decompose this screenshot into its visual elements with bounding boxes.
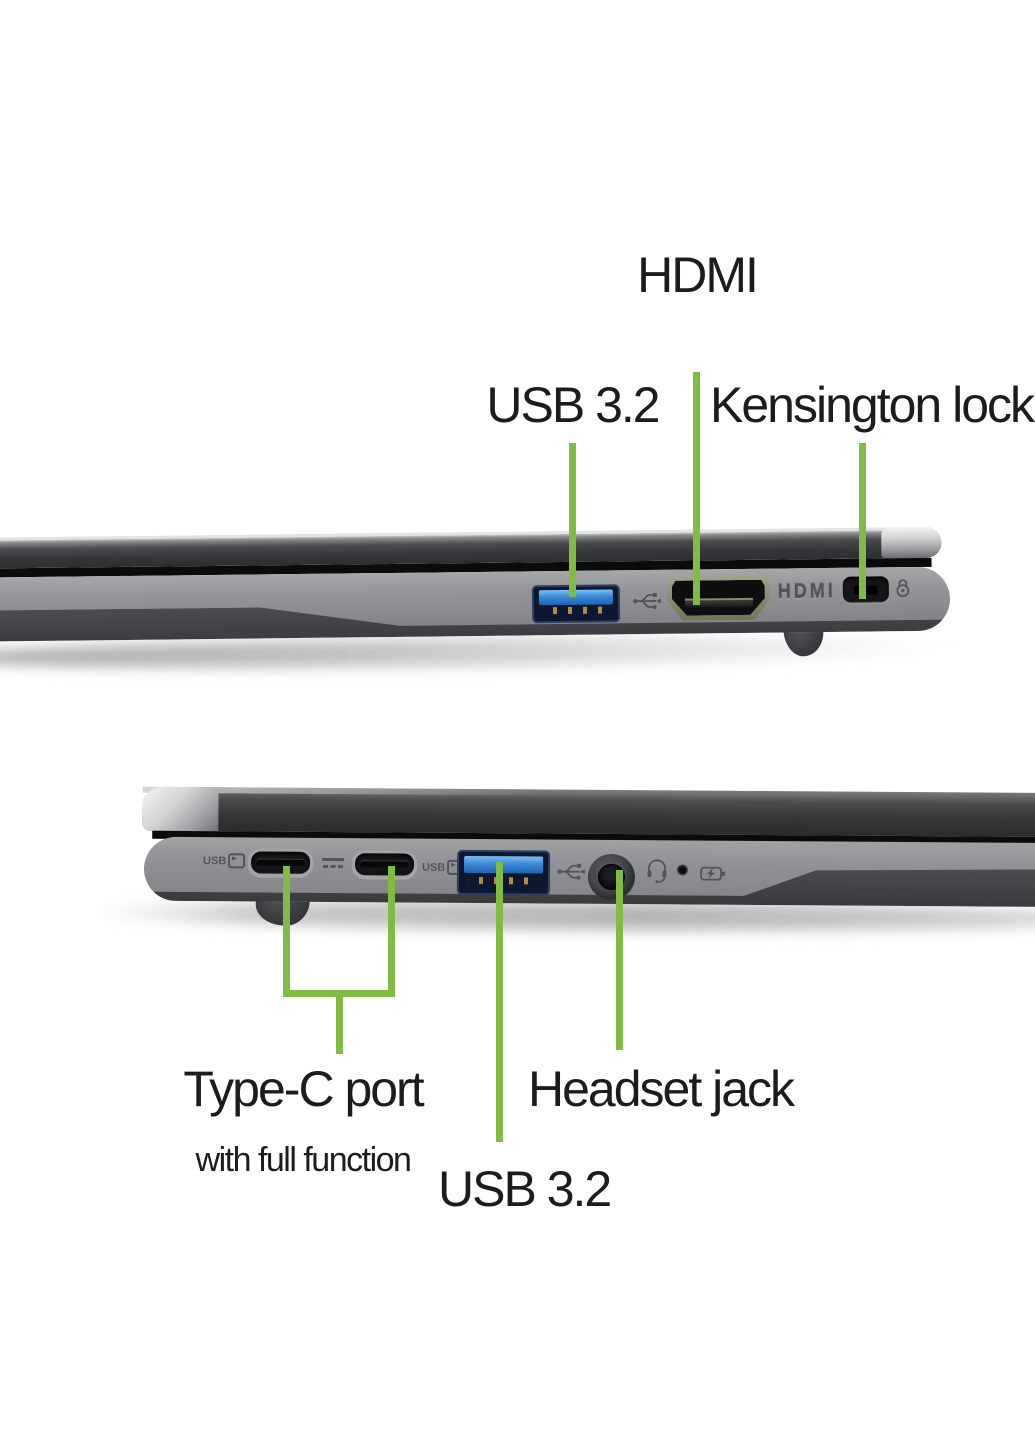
lid-highlight xyxy=(142,786,1011,799)
usb-a-pins xyxy=(542,606,610,614)
usb-c2-mark-text: USB xyxy=(421,861,446,874)
usb-c-port-1 xyxy=(247,848,314,877)
annotation-headset-jack: Headset jack xyxy=(528,1061,795,1117)
laptop-left-side-view: USB USB xyxy=(89,783,1035,960)
laptop-lid-corner xyxy=(142,786,219,832)
chassis-bottom-wedge xyxy=(0,567,950,642)
callout-line-usb32-top xyxy=(569,443,576,597)
kensington-lock-icon xyxy=(894,578,912,598)
dc-power-icon xyxy=(321,856,345,872)
annotation-type-c-port: Type-C port xyxy=(183,1061,424,1117)
usb-a-port xyxy=(456,849,551,896)
annotation-kensington-lock: Kensington lock xyxy=(710,377,1035,433)
callout-stem-typec xyxy=(336,997,343,1054)
callout-line-usbc-1 xyxy=(283,866,290,997)
laptop-base-chassis: HDMI xyxy=(0,566,951,642)
usb-type-c-badge-icon: USB xyxy=(203,853,246,869)
laptop-right-side-view: HDMI xyxy=(0,520,981,691)
usb-trident-icon xyxy=(556,861,586,883)
headset-icon xyxy=(645,857,670,884)
callout-line-usb32-bottom xyxy=(496,862,503,1142)
microphone-hole-icon xyxy=(676,864,689,876)
hdmi-embossed-logo: HDMI xyxy=(777,579,836,603)
laptop-lid-corner xyxy=(881,526,942,559)
usb-c1-mark-text: USB xyxy=(203,854,227,867)
usb-a-connector-tab xyxy=(464,856,543,874)
usb-c1-mark-box xyxy=(228,853,246,869)
usb-trident-icon xyxy=(632,590,662,612)
callout-line-headset xyxy=(616,870,623,1050)
callout-line-kensington xyxy=(859,443,866,599)
callout-line-hdmi xyxy=(693,372,700,605)
annotation-usb32-top: USB 3.2 xyxy=(486,377,660,433)
headset-jack-port xyxy=(587,853,636,901)
laptop-lid-edge xyxy=(142,786,1035,838)
usb-c-port-2 xyxy=(351,850,418,879)
usb-a-pins xyxy=(467,876,540,885)
callout-bracket-typec xyxy=(283,990,395,997)
annotation-usb32-bottom: USB 3.2 xyxy=(438,1161,612,1217)
laptop-base-chassis: USB USB xyxy=(143,836,1035,908)
callout-line-usbc-2 xyxy=(388,866,395,997)
battery-charging-icon xyxy=(700,865,726,883)
hdmi-port xyxy=(667,576,770,621)
annotation-type-c-subtitle: with full function xyxy=(195,1141,412,1179)
annotation-hdmi: HDMI xyxy=(637,247,759,303)
